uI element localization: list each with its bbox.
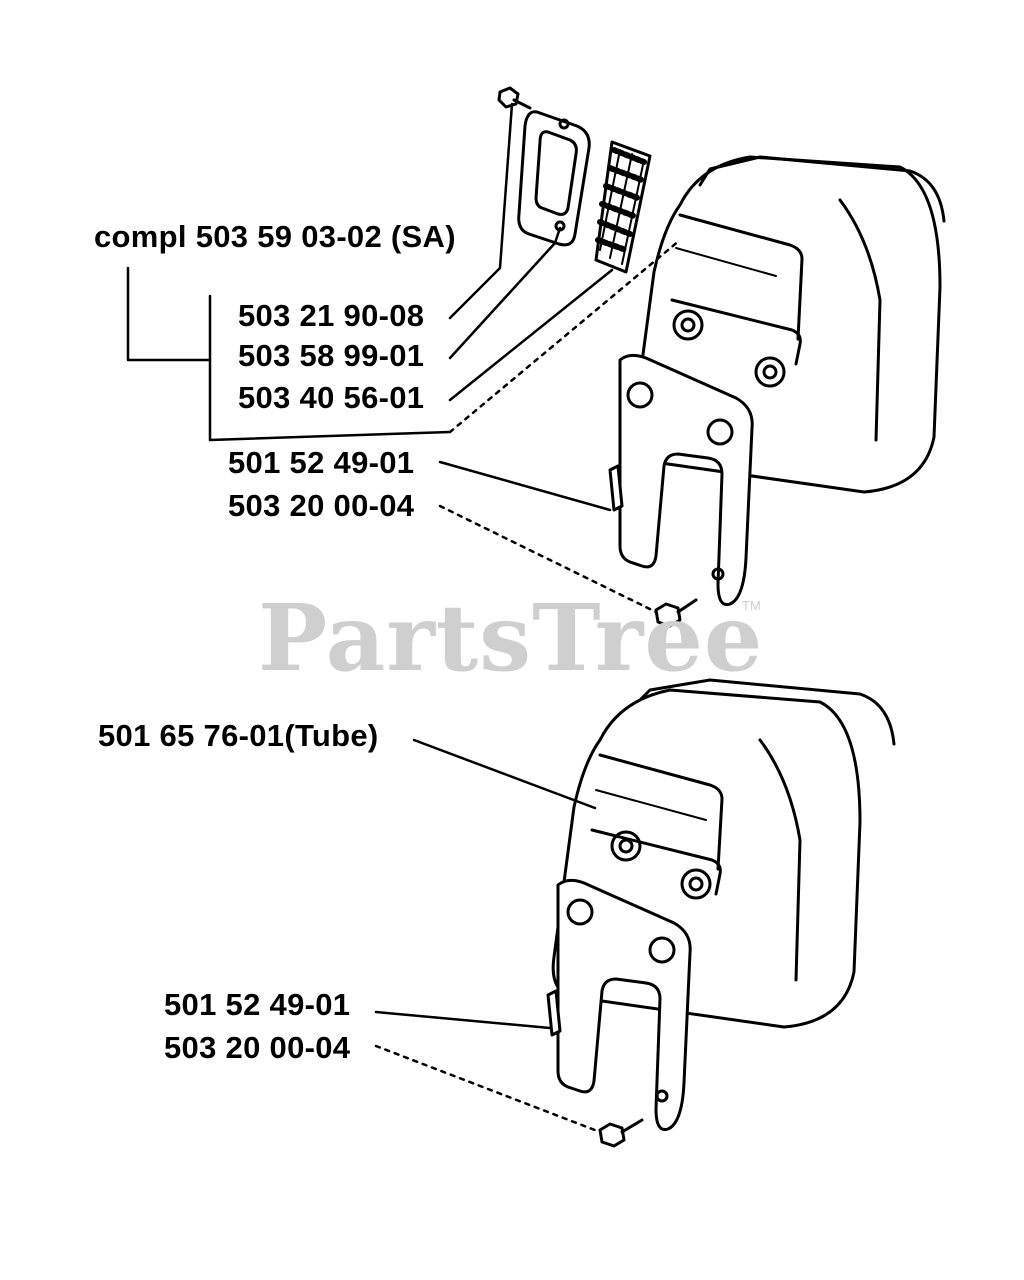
label-part-bolt-bottom: 503 20 00-04 (164, 1030, 351, 1065)
screw-top (497, 86, 532, 110)
label-part-bracket-bottom: 501 52 49-01 (164, 987, 351, 1022)
label-part-tube: 501 65 76-01(Tube) (98, 718, 379, 753)
label-part-bolt-top: 503 20 00-04 (228, 488, 415, 523)
label-part-screen: 503 40 56-01 (238, 380, 425, 415)
bracket-plate-top (608, 353, 754, 607)
label-part-gasket: 503 58 99-01 (238, 338, 425, 373)
label-complete-assembly: compl 503 59 03-02 (SA) (94, 219, 456, 254)
watermark-logo: PartsTree (258, 584, 764, 692)
bracket-plate-bottom (546, 878, 692, 1132)
leader-lines (126, 102, 682, 1134)
label-part-screw: 503 21 90-08 (238, 298, 425, 333)
spark-screen (594, 140, 652, 274)
label-part-bracket-top: 501 52 49-01 (228, 445, 415, 480)
bolt-bottom (598, 1118, 644, 1148)
bolt-top (654, 598, 698, 628)
watermark-trademark: TM (742, 598, 761, 613)
gasket-plate (517, 110, 591, 247)
